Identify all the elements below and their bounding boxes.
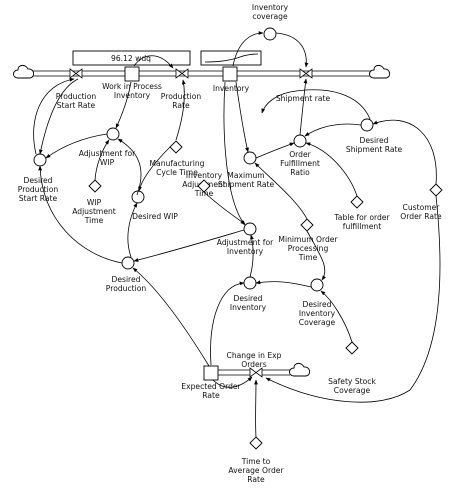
inventory-coverage-label: coverage xyxy=(252,12,288,21)
order-fulfillment-ratio-label: Ratio xyxy=(290,168,310,177)
desired-inventory-label: Inventory xyxy=(230,303,267,312)
maximum-shipment-rate-label: Shipment Rate xyxy=(218,180,275,189)
time-to-average-order-rate-node xyxy=(249,436,263,450)
production-start-rate-label: Production xyxy=(56,92,97,101)
inventory-coverage-node xyxy=(263,27,277,41)
shipment-rate-valve-icon xyxy=(299,68,313,79)
order-fulfillment-ratio-label: Fulfillment xyxy=(280,159,320,168)
expected-order-rate-label: Expected Order xyxy=(181,382,241,391)
adjustment-for-inventory-label: Adjustment for xyxy=(217,238,274,247)
wip-adjustment-time-node xyxy=(88,179,102,193)
production-rate-label: Rate xyxy=(172,101,190,110)
minimum-order-processing-time-node xyxy=(300,218,314,232)
shipment-rate-label: Shipment rate xyxy=(276,94,331,103)
production-rate-valve-icon xyxy=(175,68,189,79)
production-start-rate-valve-icon xyxy=(69,68,83,79)
customer-order-rate-label: Customer xyxy=(403,203,441,212)
exp-orders-cloud-icon xyxy=(289,362,311,377)
order-fulfillment-ratio-node xyxy=(293,134,307,148)
adjustment-for-inventory-node xyxy=(243,222,257,236)
adjustment-for-wip-label: Adjustment for xyxy=(79,149,136,158)
maximum-shipment-rate-label: Maximum xyxy=(227,171,264,180)
desired-production-start-rate-label: Start Rate xyxy=(19,194,58,203)
change-in-exp-orders-label: Change in Exp xyxy=(227,351,282,360)
adjustment-for-inventory-label: Inventory xyxy=(227,247,264,256)
table-for-order-fulfillment-label: fulfillment xyxy=(343,222,381,231)
expected-order-rate-label: Rate xyxy=(202,391,220,400)
wip-readout-box: 96.12 wdq xyxy=(72,50,191,66)
production-start-rate-label: Start Rate xyxy=(57,101,96,110)
adjustment-for-wip-label: WIP xyxy=(100,158,115,167)
minimum-order-processing-time-label: Minimum Order xyxy=(278,235,338,244)
expected-order-rate-stock-box xyxy=(203,365,219,381)
desired-inventory-node xyxy=(243,276,257,290)
inventory-coverage-label: Inventory xyxy=(252,3,289,12)
adjustment-for-wip-node xyxy=(106,127,120,141)
manufacturing-cycle-time-label: Manufacturing xyxy=(150,159,205,168)
wip-adjustment-time-label: WIP xyxy=(87,198,102,207)
safety-stock-coverage-label: Safety Stock xyxy=(328,377,376,386)
desired-shipment-rate-label: Shipment Rate xyxy=(346,145,403,154)
exp-orders-pipe xyxy=(218,369,290,376)
wip-adjustment-time-label: Time xyxy=(84,216,104,225)
customer-order-rate-label: Order Rate xyxy=(400,212,442,221)
source-cloud-icon xyxy=(13,64,35,79)
safety-stock-coverage-node xyxy=(345,341,359,355)
sink-cloud-icon xyxy=(369,64,391,79)
minimum-order-processing-time-label: Processing xyxy=(288,244,329,253)
wip-label: Inventory xyxy=(114,91,151,100)
desired-production-node xyxy=(121,256,135,270)
causal-links xyxy=(33,31,441,438)
wip-stock-box xyxy=(124,66,140,82)
minimum-order-processing-time-label: Time xyxy=(298,253,318,262)
table-for-order-fulfillment-label: Table for order xyxy=(333,213,390,222)
table-for-order-fulfillment-node xyxy=(350,195,364,209)
inventory-sparkline-box xyxy=(200,50,262,66)
desired-inventory-coverage-label: Desired xyxy=(302,300,331,309)
desired-production-start-rate-label: Desired xyxy=(23,176,52,185)
desired-inventory-coverage-node xyxy=(310,278,324,292)
desired-inventory-label: Desired xyxy=(233,294,262,303)
desired-production-label: Production xyxy=(106,284,147,293)
inventory-adjustment-time-label: Time xyxy=(194,189,214,198)
production-rate-label: Production xyxy=(161,92,202,101)
desired-inventory-coverage-label: Coverage xyxy=(299,318,336,327)
inventory-sparkline xyxy=(204,53,259,63)
time-to-average-order-rate-label: Rate xyxy=(247,475,265,484)
desired-inventory-coverage-label: Inventory xyxy=(299,309,336,318)
time-to-average-order-rate-label: Time to xyxy=(241,457,271,466)
desired-production-start-rate-node xyxy=(33,153,47,167)
desired-shipment-rate-label: Desired xyxy=(359,136,388,145)
change-in-exp-orders-valve-icon xyxy=(249,367,263,378)
desired-shipment-rate-node xyxy=(360,118,374,132)
wip-readout-value: 96.12 wdq xyxy=(111,54,151,63)
inventory-label: Inventory xyxy=(213,84,250,93)
maximum-shipment-rate-node xyxy=(243,151,257,165)
manufacturing-cycle-time-label: Cycle Time xyxy=(156,168,198,177)
desired-wip-label: Desired WIP xyxy=(132,212,178,221)
time-to-average-order-rate-label: Average Order xyxy=(228,466,284,475)
manufacturing-cycle-time-node xyxy=(169,140,183,154)
wip-adjustment-time-label: Adjustment xyxy=(72,207,116,216)
wip-label: Work in Process xyxy=(102,82,162,91)
safety-stock-coverage-label: Coverage xyxy=(334,386,371,395)
customer-order-rate-node xyxy=(429,183,443,197)
desired-production-label: Desired xyxy=(111,275,140,284)
order-fulfillment-ratio-label: Order xyxy=(289,150,311,159)
inventory-adjustment-time-label: Inventory xyxy=(186,171,223,180)
desired-production-start-rate-label: Production xyxy=(18,185,59,194)
change-in-exp-orders-label: Orders xyxy=(241,360,267,369)
material-flow-pipe xyxy=(30,70,372,77)
inventory-stock-box xyxy=(222,66,238,82)
